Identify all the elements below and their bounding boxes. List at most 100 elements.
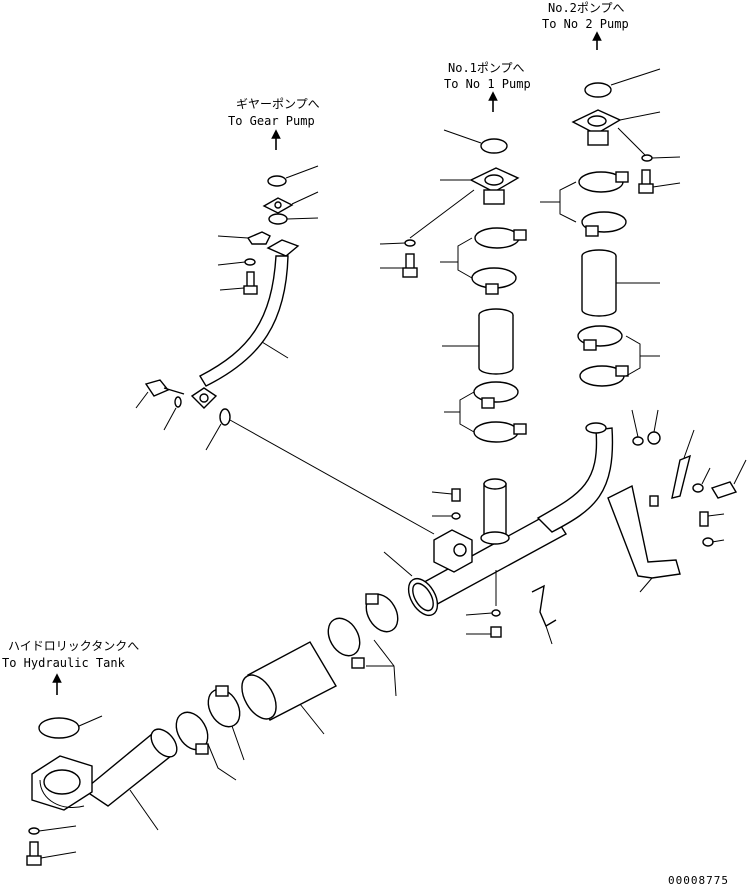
label-no1-pump-jp: No.1ポンプへ bbox=[448, 61, 525, 75]
o-ring-no2 bbox=[584, 82, 612, 98]
o-ring-gear-b bbox=[219, 408, 231, 426]
bolt-gear-b-shank bbox=[163, 387, 185, 395]
label-tank-en: To Hydraulic Tank bbox=[2, 656, 126, 670]
leader bbox=[291, 191, 319, 205]
clamp-tank-a bbox=[207, 688, 241, 728]
plug-bolt bbox=[451, 488, 461, 502]
tank-elbow-bend bbox=[39, 779, 85, 808]
bolt-gear-head bbox=[243, 285, 258, 295]
leader bbox=[631, 409, 639, 438]
bolt-gear-b-head bbox=[144, 379, 170, 397]
bolt-bracket-b bbox=[710, 481, 738, 499]
leader bbox=[129, 789, 159, 831]
no1-riser-collar bbox=[480, 531, 510, 545]
leader-bracket bbox=[366, 639, 397, 697]
label-hydraulic-tank: ハイドロリックタンクへ To Hydraulic Tank bbox=[2, 639, 139, 670]
plug-washer bbox=[451, 512, 461, 520]
o-ring-tank bbox=[38, 717, 80, 739]
leader bbox=[379, 242, 406, 245]
no2-riser-mouth bbox=[585, 422, 607, 434]
clamp-no1-b-lower bbox=[473, 421, 519, 443]
tank-hose-end bbox=[241, 674, 277, 720]
washer-bracket-d bbox=[702, 537, 714, 547]
tank-line-assembly bbox=[26, 593, 399, 866]
label-no2-pump-en: To No 2 Pump bbox=[542, 17, 629, 31]
drawing-number: 00008775 bbox=[668, 874, 729, 887]
leader bbox=[409, 189, 475, 239]
label-tank-jp: ハイドロリックタンクへ bbox=[8, 639, 139, 653]
leader bbox=[465, 612, 493, 616]
connection-line bbox=[229, 419, 435, 535]
leader bbox=[619, 111, 661, 121]
gear-port-block bbox=[433, 529, 473, 573]
clamp-no2-lower-screw bbox=[585, 225, 599, 237]
clip-gear bbox=[246, 231, 271, 245]
flange-no2-bore bbox=[587, 115, 607, 127]
bolt-bracket-d bbox=[699, 511, 709, 527]
leader-bracket bbox=[444, 391, 475, 433]
flange-no1-neck bbox=[483, 189, 505, 205]
leader bbox=[443, 129, 482, 144]
washer-no1 bbox=[404, 239, 416, 247]
label-no2-pump-jp: No.2ポンプへ bbox=[548, 1, 625, 15]
leader bbox=[431, 491, 453, 495]
nut-bracket bbox=[647, 431, 661, 445]
clamp-no2-upper-screw bbox=[615, 171, 629, 183]
support-bracket-assembly bbox=[607, 409, 747, 593]
clamp-header-b-screw bbox=[351, 657, 365, 669]
flange-gear-bore bbox=[274, 201, 282, 209]
leader bbox=[217, 261, 246, 266]
bolt-no1-head bbox=[402, 267, 418, 278]
leader bbox=[707, 513, 725, 517]
leader bbox=[652, 182, 681, 188]
clamp-no1-b-lower-screw bbox=[513, 423, 527, 435]
leader bbox=[285, 165, 319, 179]
leader-bracket bbox=[207, 725, 245, 781]
main-header-assembly bbox=[383, 422, 614, 645]
clamp-no1-lower-screw bbox=[485, 283, 499, 295]
clamp-no2-b-upper-screw bbox=[583, 339, 597, 351]
no2-riser-elbow bbox=[536, 427, 614, 533]
leader bbox=[261, 341, 289, 359]
clamp-no2-b-lower-screw bbox=[615, 365, 629, 377]
label-no2-pump: No.2ポンプへ To No 2 Pump bbox=[542, 1, 629, 31]
label-gear-pump-jp: ギヤーポンプへ bbox=[236, 97, 320, 111]
drain-washer bbox=[491, 609, 501, 617]
leader bbox=[733, 459, 747, 485]
leader bbox=[219, 287, 245, 291]
washer-no2 bbox=[641, 154, 653, 162]
washer-gear bbox=[244, 258, 256, 266]
bolt-bracket-c bbox=[649, 495, 659, 507]
tank-flange-bore bbox=[43, 769, 81, 795]
gear-port-block-bore bbox=[453, 543, 467, 557]
leader bbox=[545, 625, 553, 645]
hose-no2 bbox=[581, 256, 617, 317]
flange-no2-neck bbox=[587, 130, 609, 146]
o-ring-gear-lower bbox=[268, 213, 288, 225]
leader bbox=[617, 127, 646, 156]
leader bbox=[653, 409, 659, 433]
leader bbox=[205, 423, 222, 451]
leader bbox=[299, 703, 325, 735]
bolt-tank-head bbox=[26, 855, 42, 866]
drain-plug bbox=[490, 626, 502, 638]
strap-bracket bbox=[671, 454, 692, 499]
leader bbox=[701, 467, 711, 485]
clamp-tank-a-screw bbox=[215, 685, 229, 697]
hose-gear-lower-bore bbox=[199, 393, 209, 403]
clamp-no1-upper-screw bbox=[513, 229, 527, 241]
flange-no1-bore bbox=[484, 174, 504, 186]
leader bbox=[135, 391, 149, 409]
label-no1-pump: No.1ポンプへ To No 1 Pump bbox=[444, 61, 531, 91]
washer-gear-b bbox=[174, 396, 182, 408]
leader bbox=[683, 429, 695, 459]
leader bbox=[38, 825, 77, 832]
label-gear-pump: ギヤーポンプへ To Gear Pump bbox=[228, 97, 320, 128]
washer-bracket-b bbox=[692, 483, 704, 493]
washer-tank bbox=[28, 827, 40, 835]
o-ring-gear-upper bbox=[267, 175, 287, 187]
leader bbox=[163, 407, 177, 431]
leader bbox=[286, 217, 319, 220]
tank-elbow-mouth bbox=[150, 728, 178, 758]
